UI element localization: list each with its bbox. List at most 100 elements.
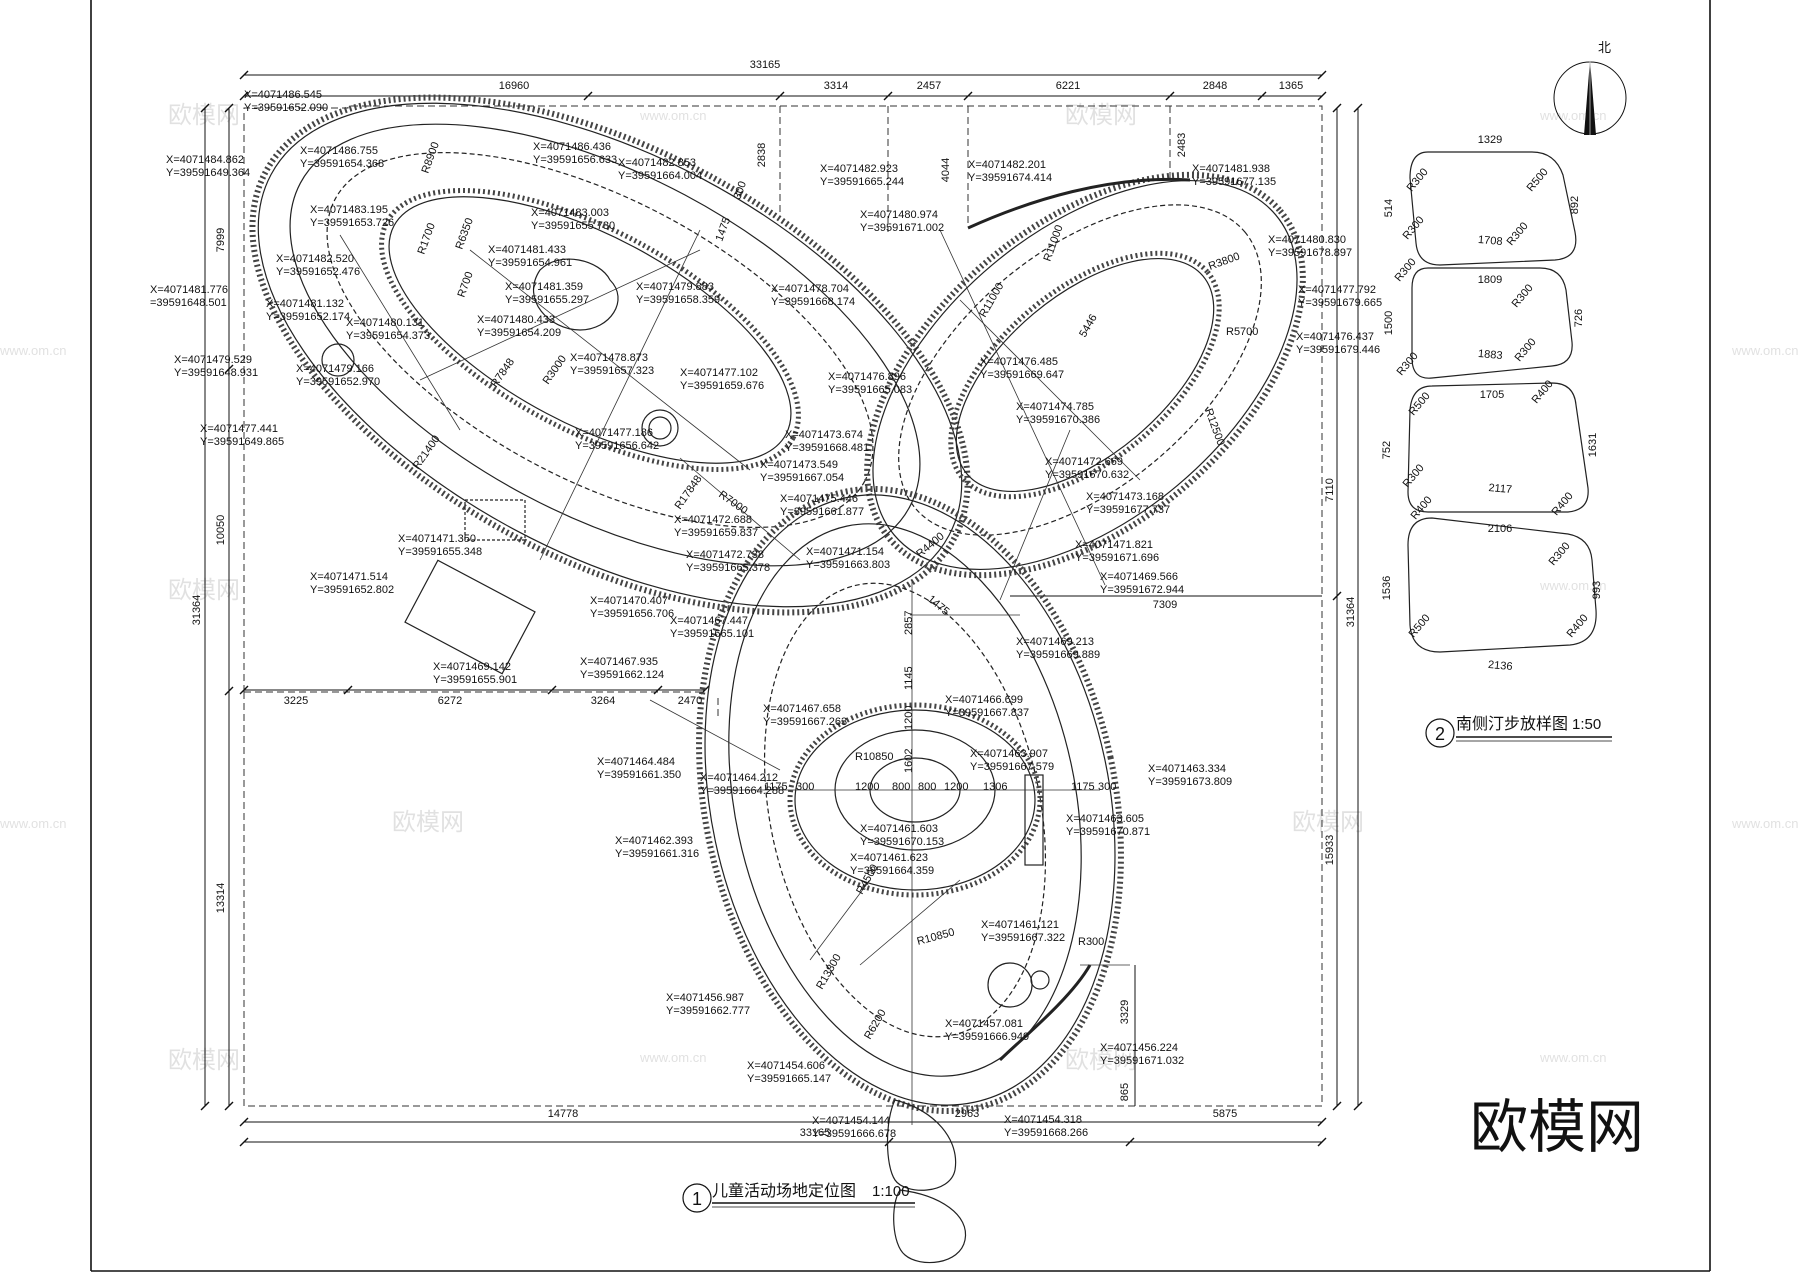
- stone-radius: R300: [1401, 214, 1427, 242]
- stone-dim-bottom: 2117: [1488, 482, 1513, 496]
- coordinate-x: X=4071486.436: [533, 141, 611, 153]
- radius-label: R1700: [416, 221, 438, 256]
- detail-drawing-title-text: 南侧汀步放样图: [1456, 714, 1568, 733]
- coordinate-x: X=4071467.658: [763, 703, 841, 715]
- coordinate-x: X=4071456.987: [666, 992, 744, 1004]
- coordinate-x: X=4071483.195: [310, 204, 388, 216]
- coordinate-y: Y=39591656.633: [533, 154, 617, 166]
- coordinate-x: X=4071454.606: [747, 1060, 825, 1072]
- stone-dim-right: 726: [1573, 309, 1585, 327]
- main-drawing-number: 1: [692, 1189, 702, 1209]
- stepping-stone: [1409, 151, 1577, 266]
- coordinate-y: Y=39591661.350: [597, 769, 681, 781]
- coordinate-y: Y=39591662.124: [580, 669, 664, 681]
- stone-radius: R400: [1550, 490, 1576, 518]
- construction-lines: [339, 229, 1141, 1125]
- radius-label: R6200: [862, 1007, 889, 1041]
- coordinate-x: X=4071461.603: [860, 823, 938, 835]
- coordinate-x: X=4071473.674: [785, 429, 863, 441]
- watermark: 欧模网: [1292, 808, 1364, 836]
- dim-bottom-total: 33165: [800, 1127, 831, 1139]
- coordinate-y: Y=39591667.322: [981, 932, 1065, 944]
- coordinate-y: Y=39591664.359: [850, 865, 934, 877]
- inner-dim: 1475: [714, 216, 734, 243]
- coordinate-x: X=4071473.168: [1086, 491, 1164, 503]
- watermark: 欧模网: [1065, 101, 1137, 129]
- main-drawing-title-text: 儿童活动场地定位图: [712, 1181, 856, 1200]
- coordinate-x: X=4071472.688: [674, 514, 752, 526]
- radius-label: R700: [456, 270, 476, 299]
- coordinate-x: X=4071480.131: [346, 317, 424, 329]
- dim-left-total: 31364: [191, 595, 203, 626]
- coordinate-x: X=4071476.896: [828, 371, 906, 383]
- detail-drawing-number: 2: [1435, 724, 1445, 744]
- stone-radius: R300: [1401, 462, 1427, 490]
- coordinate-y: Y=39591668.481: [785, 442, 869, 454]
- coordinate-x: X=4071463.907: [970, 748, 1048, 760]
- coordinate-y: Y=39591663.803: [806, 559, 890, 571]
- dim-side: 2483: [1176, 133, 1188, 157]
- dim-top: 1365: [1279, 80, 1303, 92]
- inner-dim: 300: [732, 180, 750, 201]
- dim-mid: 6272: [438, 695, 462, 707]
- dim-left: 13314: [215, 883, 227, 914]
- coordinate-y: Y=39591652.802: [310, 584, 394, 596]
- radius-label: R10850: [855, 751, 894, 763]
- dim-right: 15933: [1324, 835, 1336, 866]
- coordinate-x: X=4071482.520: [276, 253, 354, 265]
- coordinate-y: Y=39591657.323: [570, 365, 654, 377]
- coordinate-x: X=4071473.549: [760, 459, 838, 471]
- coordinate-x: X=4071477.102: [680, 367, 758, 379]
- coordinate-x: X=4071454.144: [812, 1115, 890, 1127]
- coordinate-x: X=4071470.407: [590, 595, 668, 607]
- stone-dim-left: 1500: [1383, 311, 1395, 335]
- coordinate-y: Y=39591654.961: [488, 257, 572, 269]
- watermark: 欧模网: [168, 576, 240, 604]
- coordinate-y: Y=39591659.676: [680, 380, 764, 392]
- inner-dim: 1175: [764, 781, 788, 793]
- coordinate-x: X=4071471.514: [310, 571, 388, 583]
- radius-label: R13800: [814, 952, 844, 991]
- radius-label: R17848: [673, 473, 705, 511]
- stone-radius: R300: [1513, 336, 1539, 364]
- stone-radius: R400: [1530, 378, 1556, 406]
- coordinate-x: X=4071482.201: [968, 159, 1046, 171]
- north-label: 北: [1598, 40, 1611, 55]
- radius-label: R8900: [420, 140, 442, 175]
- coordinate-x: X=4071480.433: [477, 314, 555, 326]
- coordinate-x: X=4071471.821: [1075, 539, 1153, 551]
- coordinate-y: Y=39591671.032: [1100, 1055, 1184, 1067]
- dim-top: 3314: [824, 80, 848, 92]
- watermark-url: www.om.cn: [0, 343, 66, 358]
- watermark-url: www.om.cn: [1539, 108, 1606, 123]
- coordinate-y: Y=39591653.726: [310, 217, 394, 229]
- coordinate-x: X=4071467.935: [580, 656, 658, 668]
- coordinate-y: Y=39591671.696: [1075, 552, 1159, 564]
- coordinate-x: X=4071486.545: [244, 89, 322, 101]
- coordinate-y: Y=39591655.901: [433, 674, 517, 686]
- coordinate-x: X=4071469.566: [1100, 571, 1178, 583]
- coordinate-x: X=4071480.974: [860, 209, 938, 221]
- watermark: 欧模网: [168, 1046, 240, 1074]
